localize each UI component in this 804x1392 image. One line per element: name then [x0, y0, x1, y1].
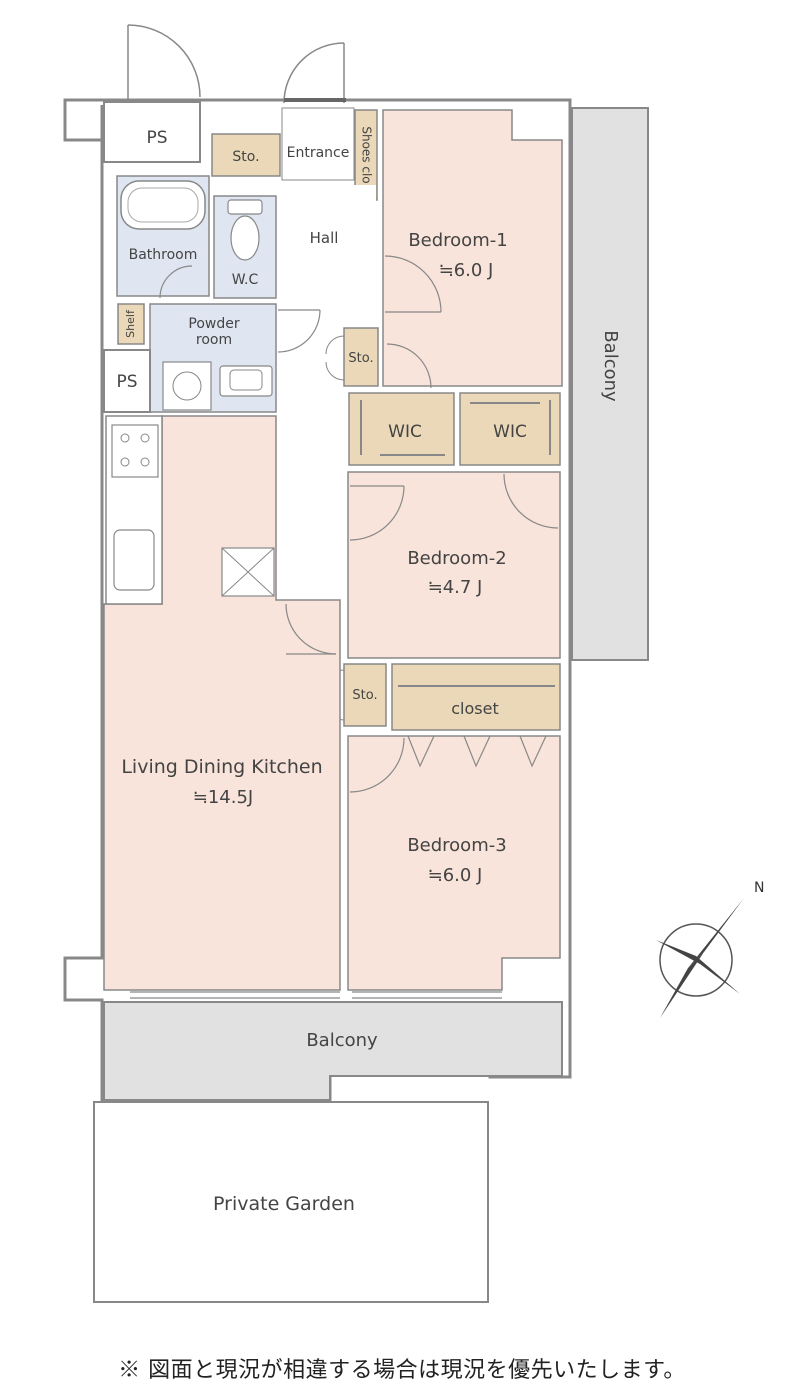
- wc-label: W.C: [232, 272, 259, 288]
- storage-low-label: Sto.: [352, 688, 377, 703]
- private-garden-label: Private Garden: [213, 1193, 355, 1215]
- ldk-label: Living Dining Kitchen: [121, 756, 322, 778]
- ldk-size: ≒14.5J: [193, 787, 254, 808]
- stove-icon: [111, 424, 159, 478]
- living-dining-kitchen: Living Dining Kitchen ≒14.5J: [103, 415, 341, 991]
- bedroom-3-label: Bedroom-3: [407, 835, 506, 856]
- private-garden: Private Garden: [93, 1101, 489, 1303]
- kitchen-sink-icon: [113, 529, 155, 591]
- ps-mid-label: PS: [116, 372, 137, 392]
- shelf-label: Shelf: [124, 309, 137, 338]
- bedroom-1: Bedroom-1 ≒6.0 J: [382, 109, 563, 389]
- closet-label: closet: [451, 699, 498, 718]
- footnote: ※ 図面と現況が相違する場合は現況を優先いたします。: [118, 1358, 686, 1383]
- entrance-area: Entrance: [281, 107, 355, 181]
- bedroom-2-size: ≒4.7 J: [428, 577, 483, 598]
- bedroom-1-label: Bedroom-1: [408, 230, 507, 251]
- shoes-closet-label: Shoes clo: [360, 126, 374, 183]
- balcony-side: Balcony: [571, 107, 649, 661]
- storage-low: Sto.: [323, 663, 387, 727]
- entrance-label: Entrance: [287, 145, 350, 161]
- balcony-bottom-label: Balcony: [306, 1030, 378, 1051]
- walk-in-closet-1: WIC: [348, 392, 455, 466]
- storage-mid-label: Sto.: [348, 351, 373, 366]
- toilet-icon: [230, 215, 260, 261]
- bedroom-1-size: ≒6.0 J: [439, 260, 494, 281]
- sink-icon: [219, 365, 273, 397]
- compass-north-label: N: [754, 880, 764, 896]
- storage-top-label: Sto.: [232, 149, 259, 165]
- powder-room-label-1: Powder: [188, 316, 239, 332]
- entrance-door: [283, 42, 346, 104]
- powder-room: Powder room: [149, 303, 321, 413]
- bathroom: Bathroom: [116, 175, 210, 299]
- closet: closet: [391, 663, 561, 731]
- bottom-windows: [130, 991, 502, 999]
- storage-mid: Sto.: [325, 327, 379, 387]
- powder-room-label-2: room: [196, 332, 232, 348]
- hall-label: Hall: [310, 229, 339, 247]
- balcony-bottom: Balcony: [103, 1001, 563, 1101]
- wc: W.C: [213, 195, 321, 299]
- wic-2-label: WIC: [493, 422, 527, 442]
- ps-top-area: PS: [103, 24, 201, 163]
- balcony-side-label: Balcony: [600, 330, 621, 402]
- washing-machine-icon: [162, 361, 212, 411]
- bedroom-3-size: ≒6.0 J: [428, 865, 483, 886]
- bedroom-2: Bedroom-2 ≒4.7 J: [347, 471, 561, 659]
- walk-in-closet-2: WIC: [459, 392, 561, 466]
- bathtub-icon: [120, 180, 206, 230]
- storage-top: Sto.: [211, 133, 281, 177]
- bathroom-label: Bathroom: [129, 247, 198, 263]
- ps-top-label: PS: [146, 128, 167, 148]
- shelf: Shelf: [117, 303, 145, 345]
- bedroom-2-label: Bedroom-2: [407, 548, 506, 569]
- wic-1-label: WIC: [388, 422, 422, 442]
- compass-rose-icon: N: [656, 880, 764, 1018]
- ps-mid-area: PS: [103, 349, 151, 413]
- toilet-tank-icon: [227, 199, 263, 215]
- bedroom-3: Bedroom-3 ≒6.0 J: [347, 735, 561, 991]
